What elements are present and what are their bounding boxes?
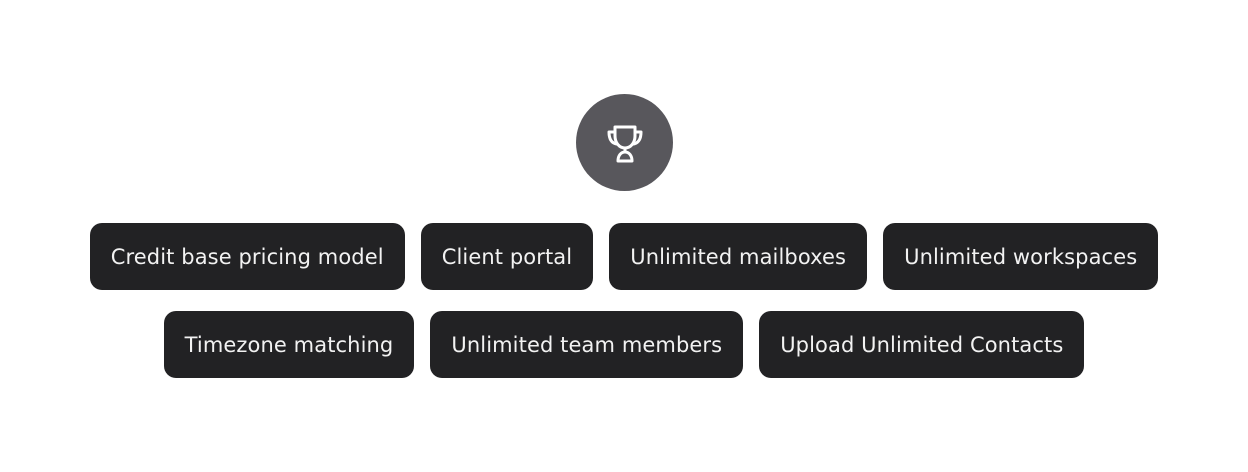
- feature-chip-unlimited-workspaces: Unlimited workspaces: [883, 223, 1159, 290]
- feature-chip-unlimited-mailboxes: Unlimited mailboxes: [609, 223, 868, 290]
- feature-row-1: Credit base pricing model Client portal …: [0, 223, 1248, 290]
- feature-chip-client-portal: Client portal: [420, 223, 594, 290]
- feature-chip-credit-pricing: Credit base pricing model: [89, 223, 405, 290]
- trophy-badge: [576, 94, 673, 191]
- feature-chip-timezone-matching: Timezone matching: [163, 311, 415, 378]
- feature-chip-upload-unlimited-contacts: Upload Unlimited Contacts: [759, 311, 1085, 378]
- trophy-icon: [607, 125, 642, 162]
- feature-chip-unlimited-team-members: Unlimited team members: [430, 311, 744, 378]
- feature-row-2: Timezone matching Unlimited team members…: [0, 311, 1248, 378]
